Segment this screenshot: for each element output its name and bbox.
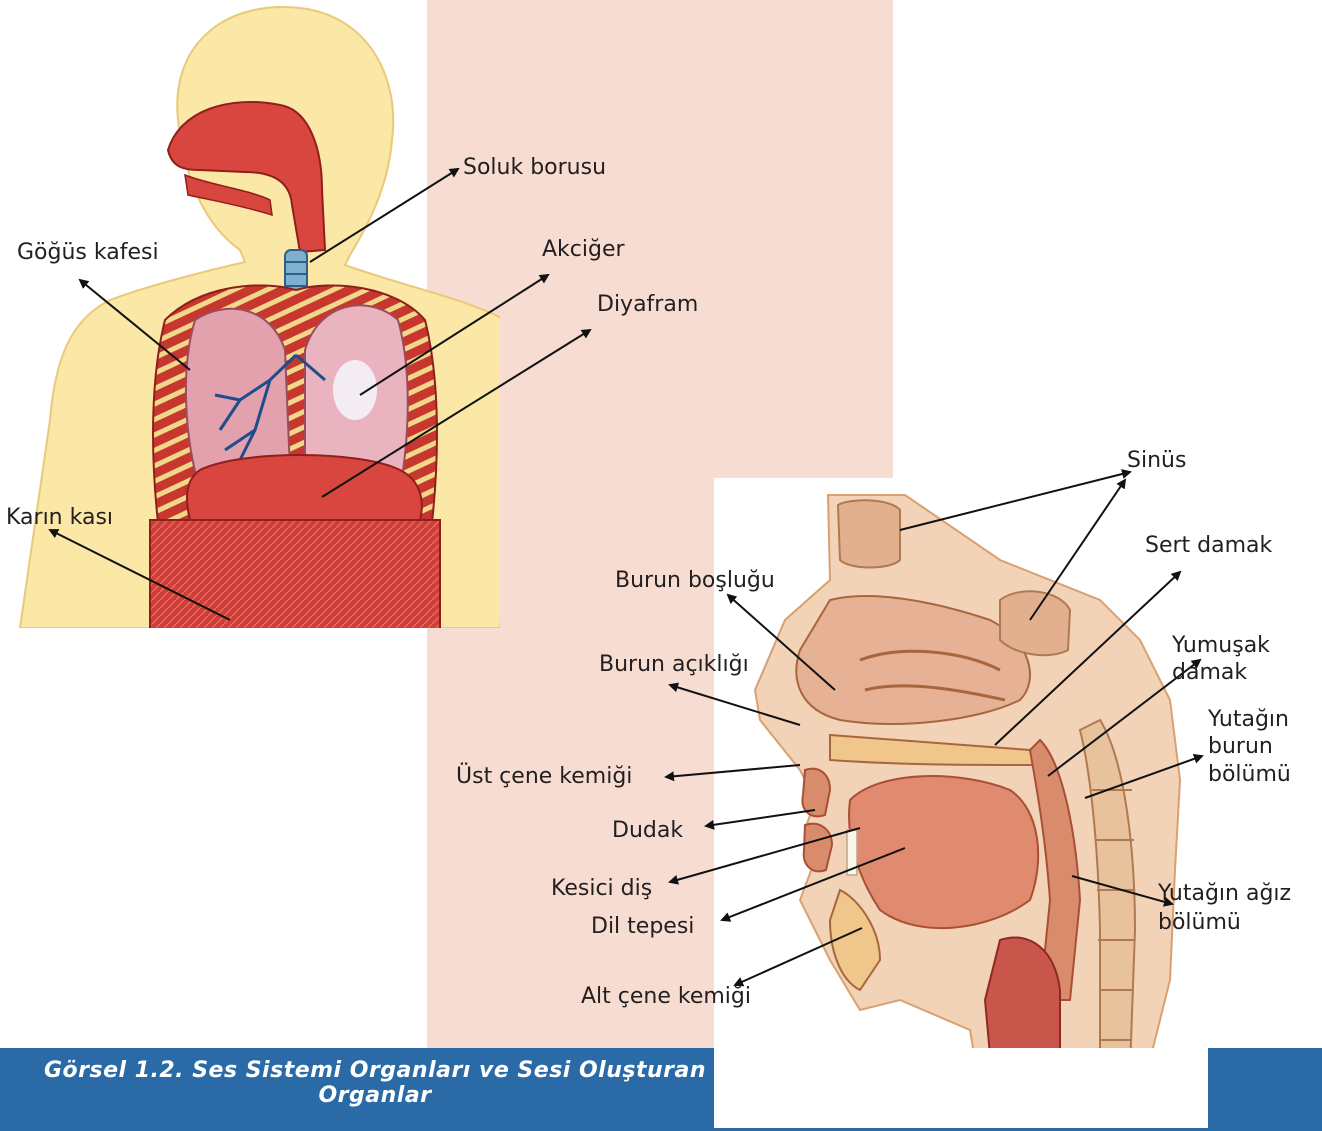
lips (802, 769, 830, 817)
torso (20, 7, 527, 630)
label-karin-kasi: Karın kası (6, 505, 113, 531)
diaphragm (187, 455, 422, 520)
label-sinus: Sinüs (1127, 448, 1186, 474)
label-yumusak-2: damak (1172, 660, 1247, 686)
abdominal-muscle (150, 520, 440, 630)
label-yutagin-agiz-1: Yutağın ağız (1158, 881, 1291, 907)
label-gogus-kafesi: Göğüs kafesi (17, 240, 159, 266)
label-alt-cene: Alt çene kemiği (581, 984, 751, 1010)
head-sagittal-section (714, 478, 1208, 1131)
label-burun-acikligi: Burun açıklığı (599, 652, 749, 678)
figure-caption: Görsel 1.2. Ses Sistemi Organları ve Ses… (30, 1058, 720, 1108)
label-diyafram: Diyafram (597, 292, 698, 318)
label-dil-tepesi: Dil tepesi (591, 914, 694, 940)
frontal-sinus (838, 500, 900, 567)
tongue (849, 776, 1038, 928)
label-kesici-dis: Kesici diş (551, 876, 652, 902)
caption-image-overlap (714, 1048, 1208, 1128)
label-yutagin-burun-2: burun (1208, 734, 1273, 760)
label-yutagin-burun-3: bölümü (1208, 762, 1291, 788)
label-burun-boslugu: Burun boşluğu (615, 568, 775, 594)
label-soluk-borusu: Soluk borusu (463, 155, 606, 181)
label-yumusak-1: Yumuşak (1172, 633, 1270, 659)
label-dudak: Dudak (612, 818, 683, 844)
label-ust-cene: Üst çene kemiği (456, 764, 632, 790)
label-yutagin-burun-1: Yutağın (1208, 707, 1289, 733)
label-yutagin-agiz-2: bölümü (1158, 910, 1241, 936)
label-sert-damak: Sert damak (1145, 533, 1272, 559)
label-akciger: Akciğer (542, 237, 625, 263)
